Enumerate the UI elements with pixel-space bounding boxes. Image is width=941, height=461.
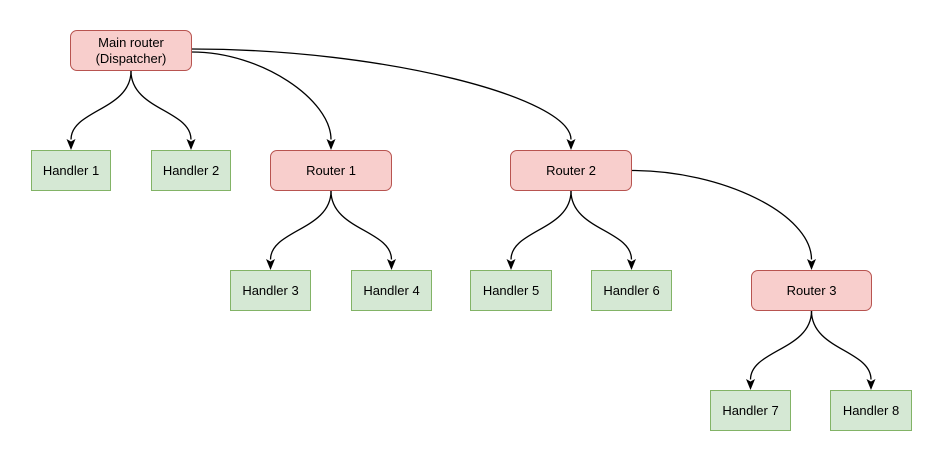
router-1-label: Router 1 <box>306 162 356 178</box>
handler-6-label: Handler 6 <box>603 282 660 298</box>
edge-router-2-to-handler-6 <box>570 190 636 270</box>
node-main-router-dispatcher: Main router (Dispatcher) <box>70 30 192 71</box>
node-handler-5: Handler 5 <box>470 270 552 311</box>
node-handler-2: Handler 2 <box>151 150 231 191</box>
node-handler-1: Handler 1 <box>31 150 111 191</box>
handler-2-label: Handler 2 <box>162 162 220 178</box>
main-router-label-line1: Main router <box>98 34 164 50</box>
edge-router-3-to-handler-8 <box>810 310 876 390</box>
handler-5-label: Handler 5 <box>482 282 540 298</box>
node-router-1: Router 1 <box>270 150 392 191</box>
handler-3-label: Handler 3 <box>242 282 299 298</box>
edge-router-3-to-handler-7 <box>746 310 813 390</box>
node-handler-3: Handler 3 <box>230 270 311 311</box>
edge-router-2-to-router-3 <box>631 169 816 270</box>
node-handler-8: Handler 8 <box>830 390 912 431</box>
edge-main-router-to-router-1 <box>191 51 336 150</box>
handler-7-label: Handler 7 <box>722 402 779 418</box>
node-router-2: Router 2 <box>510 150 632 191</box>
edge-main-router-to-handler-1 <box>66 70 132 150</box>
edge-router-2-to-handler-5 <box>506 190 572 270</box>
main-router-label-line2: (Dispatcher) <box>95 50 167 66</box>
handler-8-label: Handler 8 <box>842 402 900 418</box>
handler-1-label: Handler 1 <box>42 162 100 178</box>
router-3-label: Router 3 <box>786 282 837 298</box>
edge-main-router-to-router-2 <box>191 48 576 150</box>
edge-router-1-to-handler-4 <box>330 190 396 270</box>
node-handler-7: Handler 7 <box>710 390 791 431</box>
edge-main-router-to-handler-2 <box>130 70 196 150</box>
node-router-3: Router 3 <box>751 270 872 311</box>
handler-4-label: Handler 4 <box>363 282 420 298</box>
node-handler-4: Handler 4 <box>351 270 432 311</box>
router-2-label: Router 2 <box>546 162 596 178</box>
node-handler-6: Handler 6 <box>591 270 672 311</box>
edge-router-1-to-handler-3 <box>266 190 332 270</box>
